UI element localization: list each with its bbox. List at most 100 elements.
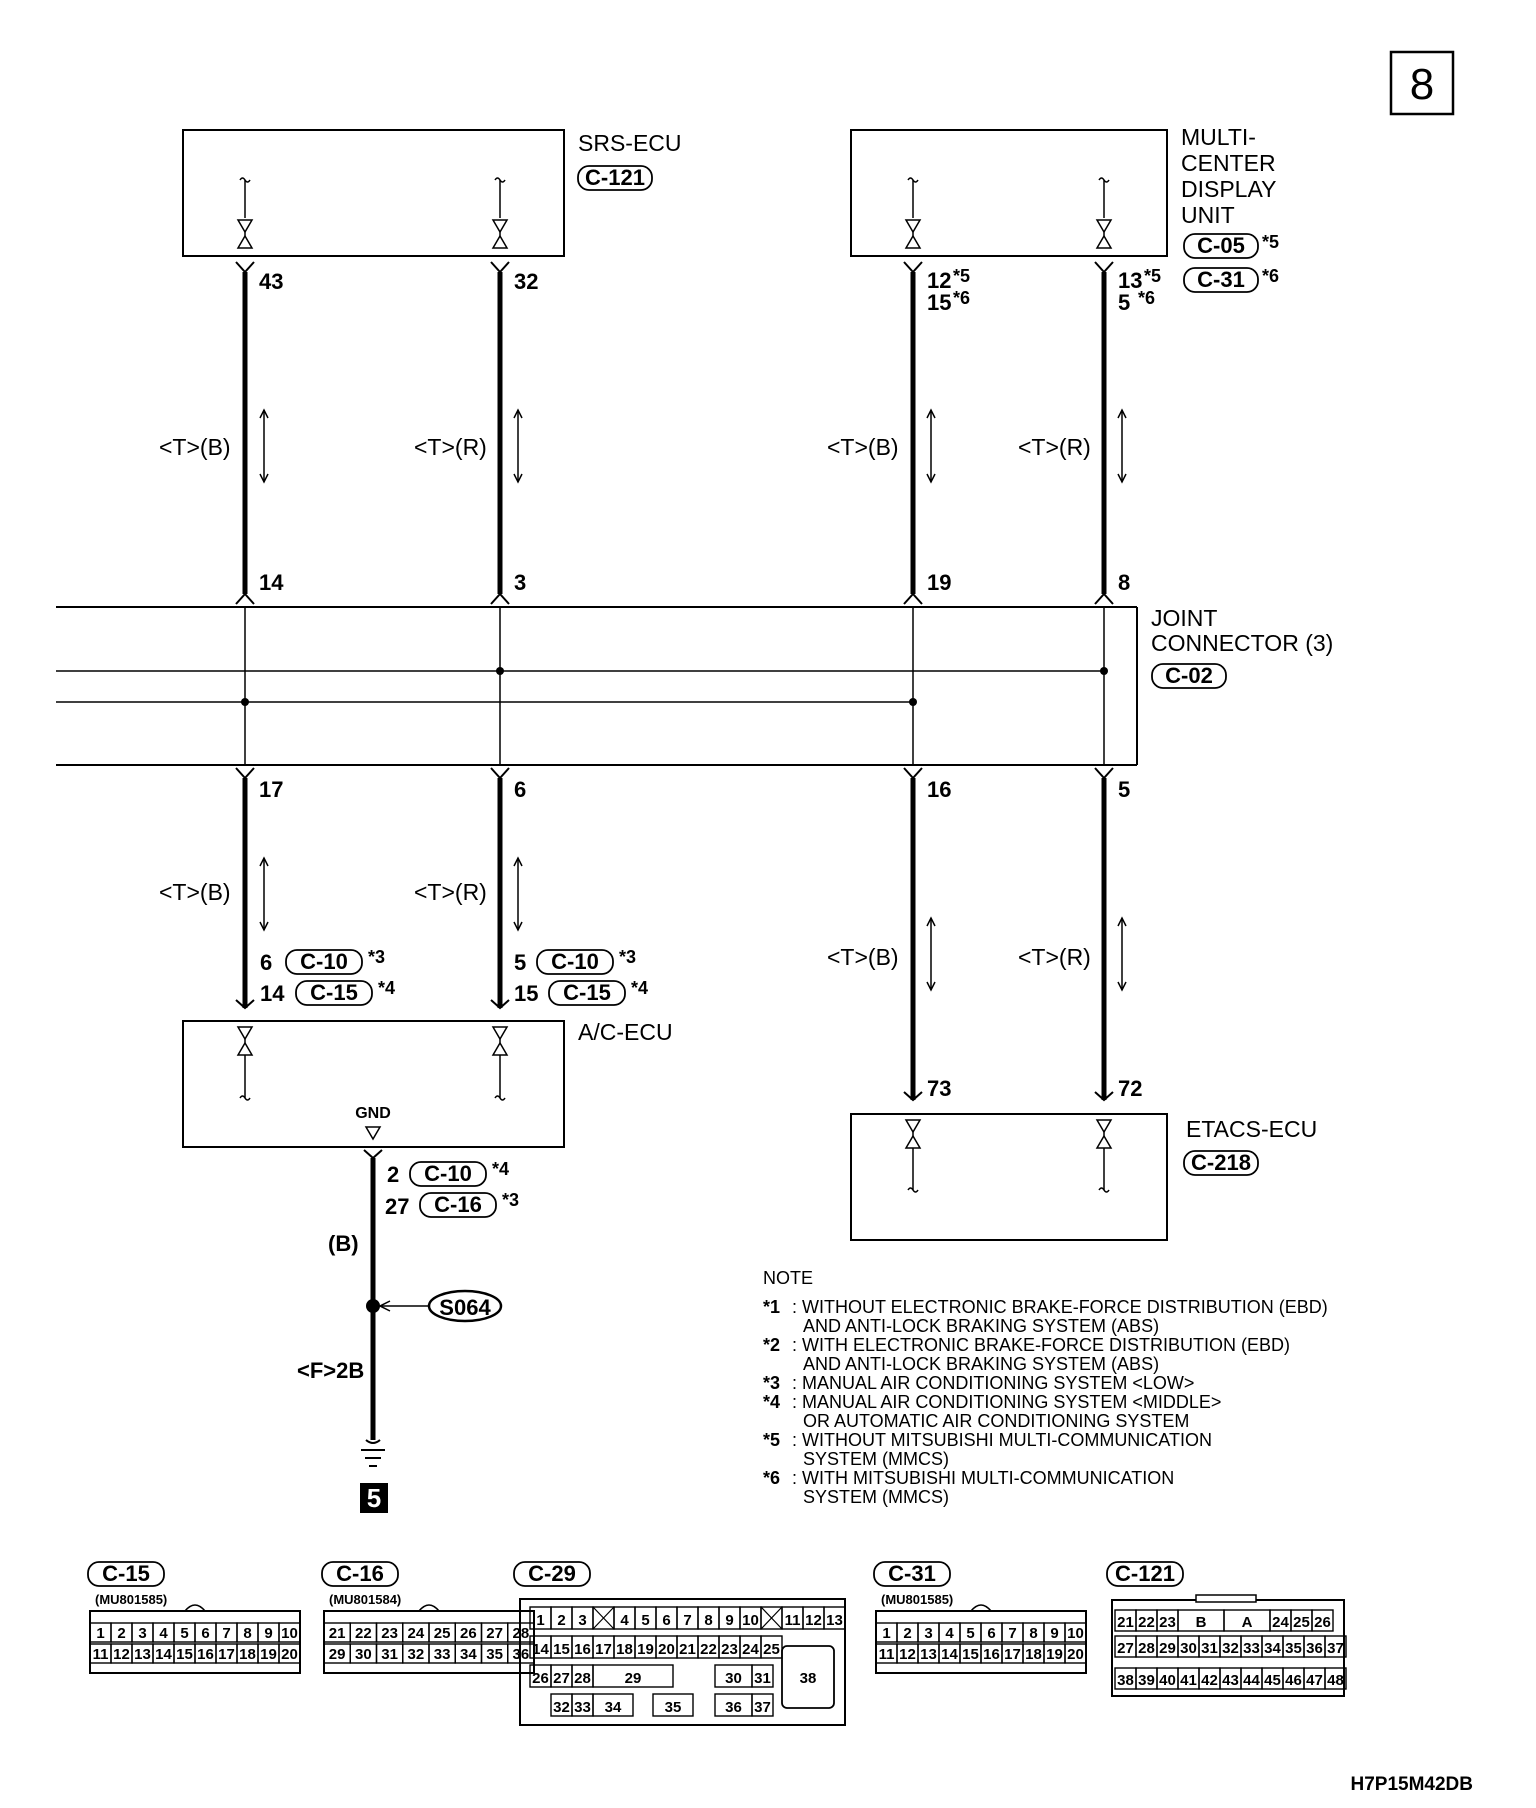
jc-node-2 xyxy=(1100,667,1108,675)
connector-c29-housing xyxy=(519,1598,846,1726)
connector-c29-row2-cell-label: 20 xyxy=(658,1641,675,1658)
note-2-line-1: : WITH ELECTRONIC BRAKE-FORCE DISTRIBUTI… xyxy=(792,1335,1290,1355)
connector-c29-row4-cell xyxy=(751,1693,774,1717)
srs-io-arrow-2 xyxy=(492,219,508,249)
pin-jc-19: 19 xyxy=(927,570,951,595)
connector-c16-part-number: (MU801584) xyxy=(329,1592,401,1607)
ac-left-a-star: *3 xyxy=(368,947,385,967)
pin-etacs-73: 73 xyxy=(927,1076,951,1101)
connector-c31-row1-cell-label: 1 xyxy=(882,1625,890,1642)
connector-c16-latch xyxy=(418,1604,440,1612)
signal-direction-arrow-4 xyxy=(1117,409,1127,483)
connector-c121-row2-cell xyxy=(1324,1635,1347,1658)
connector-c121-row3-cell-label: 45 xyxy=(1264,1672,1281,1689)
connector-c121-row2-cell-label: 30 xyxy=(1180,1640,1197,1657)
connector-c29-row1-cell-label: 5 xyxy=(641,1612,649,1629)
connector-c121-row3-cell-label: 46 xyxy=(1285,1672,1302,1689)
pin-srs-43: 43 xyxy=(259,269,283,294)
signal-direction-arrow-1 xyxy=(259,409,269,483)
pin-ac-left-a: 6 xyxy=(260,950,272,975)
connector-c29-label: C-29 xyxy=(528,1561,576,1586)
note-star-1: *1 xyxy=(763,1297,780,1317)
signal-direction-arrow-6 xyxy=(513,857,523,931)
mcdu-io-arrow-1 xyxy=(905,219,921,249)
connector-c15-row2-cell-label: 16 xyxy=(197,1646,214,1663)
note-star-2: *2 xyxy=(763,1335,780,1355)
connector-c15-row2-cell-label: 13 xyxy=(134,1646,151,1663)
pin-ac-right-a: 5 xyxy=(514,950,526,975)
ac-right-a-badge xyxy=(536,949,614,975)
ac-gnd-arrow xyxy=(364,1126,382,1141)
jc-connector-badge xyxy=(1151,663,1227,689)
connector-c29-row3-cell-label: 26 xyxy=(532,1670,549,1687)
mcdu-connector-b: C-31 xyxy=(1197,267,1245,292)
note-5-line-2: SYSTEM (MMCS) xyxy=(803,1449,949,1469)
connector-c16-row1-cell-label: 26 xyxy=(460,1625,477,1642)
connector-c31-row2-cell-label: 18 xyxy=(1025,1646,1042,1663)
connector-c121-row2-cell-label: 27 xyxy=(1117,1640,1134,1657)
connector-c29-row2-cell-label: 15 xyxy=(553,1641,570,1658)
page-number: 8 xyxy=(1410,60,1434,109)
connector-c29-row2-cell-label: 19 xyxy=(637,1641,654,1658)
connector-c121-row1-cell xyxy=(1311,1609,1334,1632)
note-list: *1: WITHOUT ELECTRONIC BRAKE-FORCE DISTR… xyxy=(763,1297,1328,1507)
ac-left-a-badge xyxy=(285,949,363,975)
jc-node-4 xyxy=(909,698,917,706)
connector-c29-row2-cell-label: 23 xyxy=(721,1641,738,1658)
connector-c29-row1-cell-label: 10 xyxy=(742,1612,759,1629)
connector-c121-row2-cell-label: 32 xyxy=(1222,1640,1239,1657)
connector-c31-row2-cell-label: 11 xyxy=(879,1646,895,1663)
pin-mcdu-1a-star: *5 xyxy=(953,266,970,286)
note-2-line-2: AND ANTI-LOCK BRAKING SYSTEM (ABS) xyxy=(803,1354,1159,1374)
connector-c29-row4-cell-label: 36 xyxy=(725,1699,742,1716)
connector-c29-row1-cell-label: 12 xyxy=(805,1612,822,1629)
connector-c121-row3-cell xyxy=(1324,1667,1347,1690)
pin-mark-jc-5 xyxy=(1094,767,1114,780)
note-6-line-2: SYSTEM (MMCS) xyxy=(803,1487,949,1507)
etacs-ecu-label: ETACS-ECU xyxy=(1186,1116,1317,1142)
signal-direction-arrow-2 xyxy=(513,409,523,483)
pin-jc-8: 8 xyxy=(1118,570,1130,595)
ac-right-b-star: *4 xyxy=(631,978,648,998)
note-star-5: *5 xyxy=(763,1430,780,1450)
connector-c31-row2-cell-label: 13 xyxy=(920,1646,937,1663)
pin-mcdu-2a-star: *5 xyxy=(1144,266,1161,286)
connector-c29-row1-cell-label: 7 xyxy=(683,1612,691,1629)
connector-c31-row1-cell-label: 6 xyxy=(987,1625,995,1642)
connector-c15-row2-cell-label: 19 xyxy=(260,1646,277,1663)
wire-label-f2b: <F>2B xyxy=(297,1358,364,1383)
connector-c16-row2-cell-label: 32 xyxy=(408,1646,425,1663)
etacs-ecu-box xyxy=(850,1113,1168,1241)
note-4-line-2: OR AUTOMATIC AIR CONDITIONING SYSTEM xyxy=(803,1411,1189,1431)
connector-c29-row1-cell-label: 2 xyxy=(557,1612,565,1629)
wire-label-tb-4: <T>(B) xyxy=(827,944,899,970)
pin-mcdu-1b: 15 xyxy=(927,290,951,315)
pin-mark-jc-8 xyxy=(1094,592,1114,605)
connector-c121-row1-cell-label: 25 xyxy=(1293,1614,1310,1631)
connector-c15-badge xyxy=(87,1561,165,1587)
connector-c16-row1-cell-label: 27 xyxy=(486,1625,503,1642)
connector-c29-badge xyxy=(513,1561,591,1587)
connector-c121-row1-cell-label: B xyxy=(1196,1614,1207,1631)
connector-c29-row1-cell-label: 8 xyxy=(704,1612,712,1629)
pin-mark-etacs-73 xyxy=(903,1091,923,1102)
pin-gnd-b: 27 xyxy=(385,1194,409,1219)
pin-mark-jc-3 xyxy=(490,592,510,605)
gnd-a-conn: C-10 xyxy=(424,1161,472,1186)
connector-c31-row1-cell-label: 7 xyxy=(1008,1625,1016,1642)
connector-c121-row2-cell-label: 33 xyxy=(1243,1640,1260,1657)
connector-c15-row2-cell-label: 18 xyxy=(239,1646,256,1663)
connector-c15-row1-cell-label: 8 xyxy=(243,1625,251,1642)
connector-c31-row1-cell-label: 3 xyxy=(924,1625,932,1642)
connector-c29-row3-cell-label: 29 xyxy=(625,1670,642,1687)
connector-c121-row2-cell-label: 36 xyxy=(1306,1640,1323,1657)
connector-c29-row2-cell-label: 17 xyxy=(595,1641,612,1658)
connector-c29-row1-cell-label: 4 xyxy=(620,1612,629,1629)
pin-mark-ac-2 xyxy=(490,999,510,1010)
connector-c16-row2-cell-label: 33 xyxy=(434,1646,451,1663)
connector-c121-row3-cell-label: 44 xyxy=(1243,1672,1260,1689)
connector-c31-row2-cell-label: 14 xyxy=(941,1646,958,1663)
srs-ecu-box xyxy=(182,129,565,257)
connector-c15-row1-cell-label: 7 xyxy=(222,1625,230,1642)
connector-c15-row2-cell-label: 11 xyxy=(93,1646,109,1663)
